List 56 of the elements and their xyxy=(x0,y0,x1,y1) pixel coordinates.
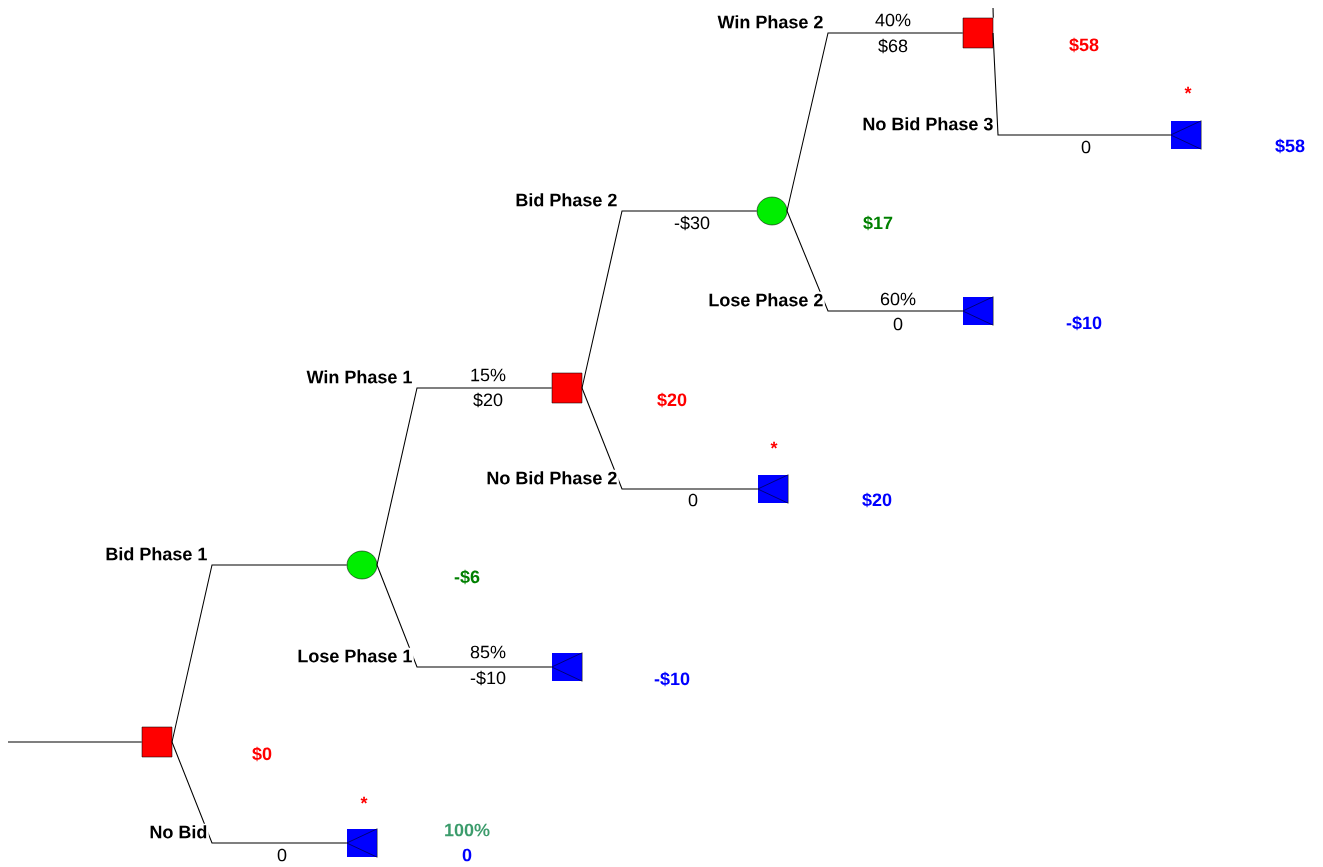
terminal-triangle xyxy=(551,652,583,682)
decision-square xyxy=(141,726,173,758)
decision-square xyxy=(962,17,994,49)
branch-line xyxy=(171,564,348,743)
expected-value: -$6 xyxy=(454,569,480,585)
branch-line xyxy=(171,741,348,844)
branch-line xyxy=(786,210,964,312)
branch-name: No Bid Phase 3 xyxy=(861,115,995,132)
expected-value: $58 xyxy=(1275,138,1305,154)
expected-value: -$10 xyxy=(1066,315,1102,331)
branch-value: 0 xyxy=(688,493,698,507)
branch-name: No Bid xyxy=(148,823,209,840)
branch-line xyxy=(7,741,143,743)
expected-value: $58 xyxy=(1069,37,1099,53)
branch-name: Bid Phase 1 xyxy=(104,545,209,562)
branch-value: -$30 xyxy=(674,215,710,231)
chance-circle xyxy=(756,196,788,226)
branch-line xyxy=(581,387,759,490)
branch-value: $20 xyxy=(473,392,503,408)
expected-value: $20 xyxy=(657,392,687,408)
branch-line xyxy=(786,32,964,212)
expected-value: $0 xyxy=(252,746,272,762)
branch-line xyxy=(376,564,553,668)
branch-value: -$10 xyxy=(470,670,506,686)
terminal-triangle xyxy=(757,474,789,504)
terminal-triangle xyxy=(346,828,378,858)
terminal-triangle xyxy=(962,296,994,326)
probability-value: 100% xyxy=(445,823,490,837)
branch-value: 0 xyxy=(893,317,903,331)
branch-name: Lose Phase 1 xyxy=(296,647,414,664)
optimal-mark: * xyxy=(360,796,368,804)
branch-line xyxy=(992,32,1172,136)
branch-name: Win Phase 2 xyxy=(716,13,825,30)
chance-circle xyxy=(346,550,378,580)
branch-value: 15% xyxy=(471,368,506,382)
branch-name: Bid Phase 2 xyxy=(514,191,619,208)
branch-value: $68 xyxy=(878,38,908,54)
branch-line xyxy=(376,387,553,566)
expected-value: $17 xyxy=(863,215,893,231)
branch-value: 0 xyxy=(277,848,287,862)
expected-value: $20 xyxy=(862,492,892,508)
branch-name: Lose Phase 2 xyxy=(707,291,825,308)
expected-value: 0 xyxy=(462,848,472,862)
terminal-triangle xyxy=(1170,120,1202,150)
branch-line xyxy=(992,7,994,19)
optimal-mark: * xyxy=(1184,86,1192,94)
branch-value: 60% xyxy=(880,292,916,306)
decision-square xyxy=(551,372,583,404)
optimal-mark: * xyxy=(770,441,778,449)
branch-line xyxy=(581,210,758,389)
expected-value: -$10 xyxy=(654,671,690,687)
branch-value: 85% xyxy=(470,645,506,659)
branch-value: 0 xyxy=(1081,140,1091,154)
branch-value: 40% xyxy=(875,13,911,27)
branch-name: Win Phase 1 xyxy=(305,368,414,385)
branch-name: No Bid Phase 2 xyxy=(485,469,619,486)
